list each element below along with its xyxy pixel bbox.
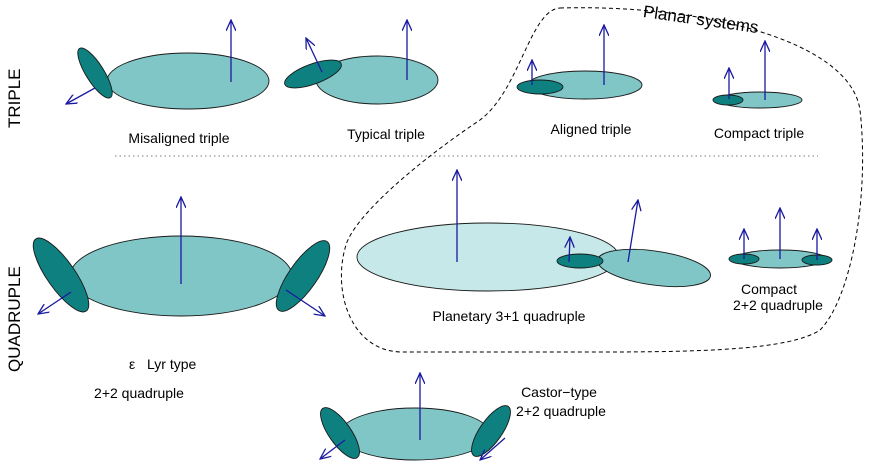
outer-orbit — [106, 52, 270, 110]
inner-orbit-right — [275, 240, 331, 312]
aligned-triple-diagram — [516, 25, 643, 100]
inner-orbit — [556, 253, 604, 269]
aligned-triple-label: Aligned triple — [551, 121, 632, 137]
quadruple-side-label: QUADRUPLE — [5, 266, 24, 372]
eps-lyr-label: Lyr type — [147, 356, 196, 372]
compact-quadruple-diagram — [728, 208, 833, 269]
typical-triple-diagram — [284, 20, 439, 105]
castor-type-label: Castor−type — [521, 384, 597, 400]
misaligned-triple-diagram — [66, 20, 270, 110]
misaligned-triple-label: Misaligned triple — [128, 130, 229, 146]
compact-quadruple-label-line1: Compact — [741, 281, 797, 297]
inner-angular-momentum-arrow-left — [320, 439, 346, 459]
middle-orbit — [597, 248, 711, 288]
inner-angular-momentum-arrow-right — [285, 289, 325, 316]
inner-orbit-left — [32, 237, 90, 313]
inner-orbit-right — [471, 405, 511, 457]
planar-systems-title: Planar systems — [642, 2, 760, 37]
inner-orbit — [712, 94, 744, 106]
planetary-quadruple-diagram — [356, 170, 711, 292]
castor-quadruple-diagram — [314, 373, 511, 464]
compact-triple-label: Compact triple — [714, 125, 804, 141]
middle-angular-momentum-arrow — [627, 200, 638, 263]
typical-triple-label: Typical triple — [347, 126, 425, 142]
planar-systems-region — [340, 7, 864, 353]
triple-side-label: TRIPLE — [5, 68, 24, 128]
inner-angular-momentum-arrow-right — [480, 437, 506, 460]
inner-orbit — [77, 47, 113, 99]
castor-quadruple-label: 2+2 quadruple — [516, 403, 606, 419]
compact-triple-diagram — [712, 41, 803, 109]
eps-lyr-quadruple-diagram — [32, 197, 331, 319]
inner-angular-momentum-arrow-left — [38, 291, 72, 314]
planetary-quadruple-label: Planetary 3+1 quadruple — [433, 308, 586, 324]
inner-angular-momentum-arrow — [569, 237, 570, 263]
inner-angular-momentum-arrow — [66, 87, 96, 104]
inner-orbit-left — [320, 407, 360, 459]
compact-quadruple-label-line2: 2+2 quadruple — [733, 297, 823, 313]
inner-orbit — [516, 79, 564, 95]
outer-orbit — [339, 407, 491, 461]
inner-orbit — [284, 59, 342, 89]
eps-lyr-symbol: ε — [129, 356, 135, 372]
eps-lyr-quadruple-label: 2+2 quadruple — [94, 385, 184, 401]
inner-angular-momentum-arrow — [306, 38, 323, 73]
